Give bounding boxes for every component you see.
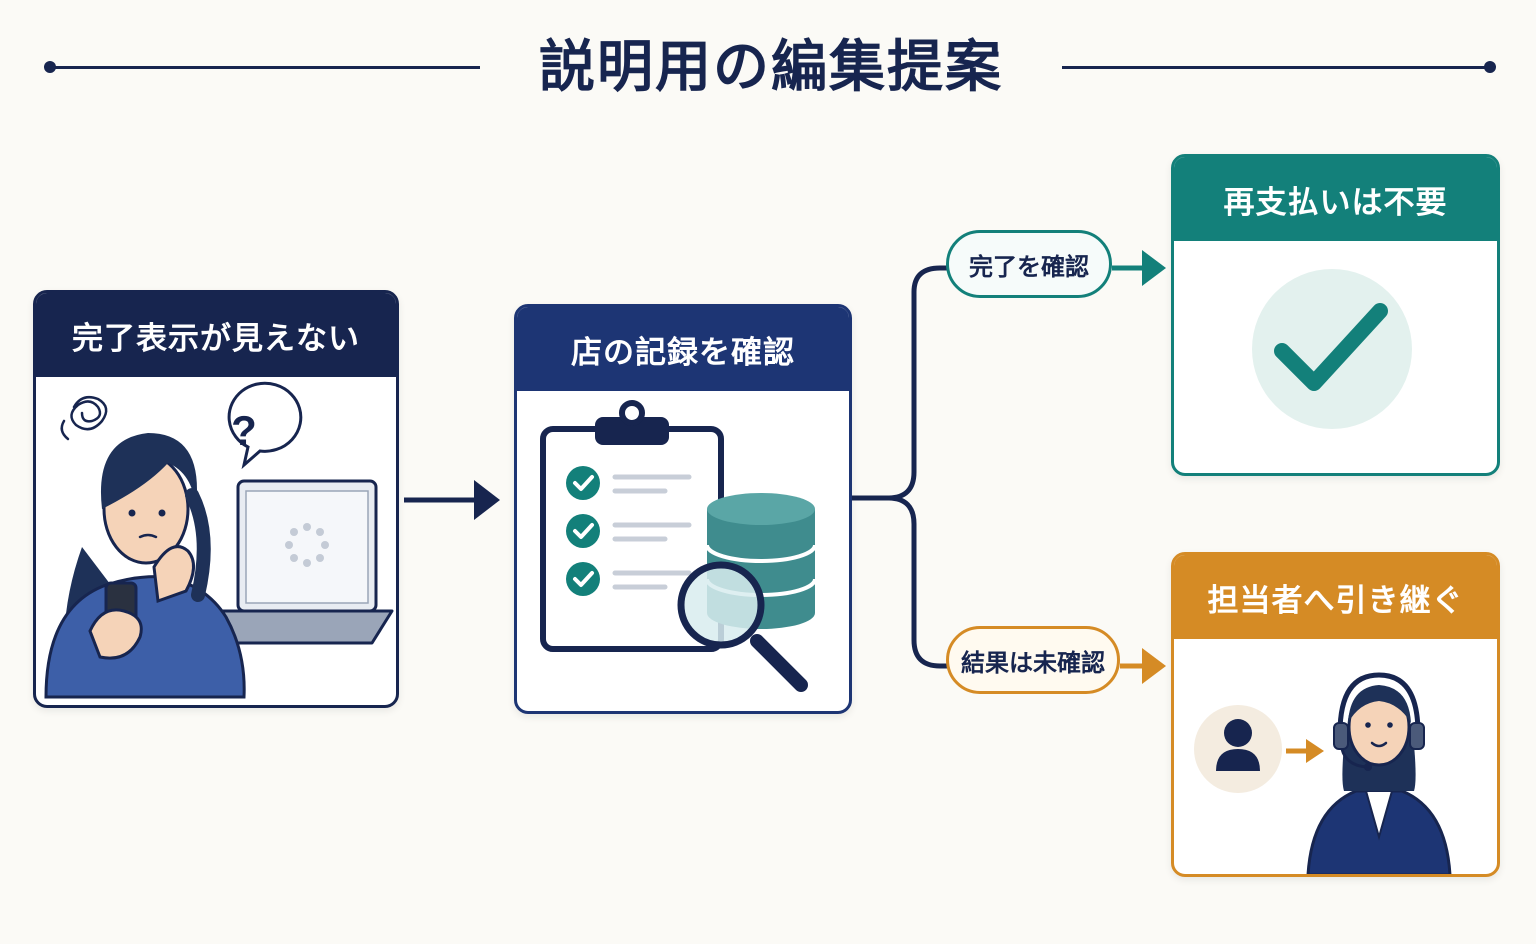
checked-item-icon bbox=[566, 466, 692, 500]
person-icon bbox=[44, 433, 246, 699]
step-card-check-title: 店の記録を確認 bbox=[517, 307, 849, 391]
arrow-to-handoff bbox=[1120, 648, 1166, 684]
confused-user-illustration: ? bbox=[44, 381, 394, 699]
outcome-card-no-repay-title: 再支払いは不要 bbox=[1174, 157, 1497, 241]
checked-item-icon bbox=[566, 514, 692, 548]
arrow-problem-to-check bbox=[404, 480, 500, 520]
title-bar: 説明用の編集提案 bbox=[0, 28, 1536, 108]
outcome-card-handoff-title: 担当者へ引き継ぐ bbox=[1174, 555, 1497, 639]
success-illustration bbox=[1252, 269, 1412, 429]
user-icon bbox=[1194, 705, 1282, 793]
title-rule-right bbox=[1062, 66, 1490, 69]
step-card-problem-title: 完了表示が見えない bbox=[36, 293, 396, 377]
handoff-illustration bbox=[1194, 672, 1452, 874]
outcome-card-no-repay: 再支払いは不要 bbox=[1171, 154, 1500, 476]
loading-spinner-icon bbox=[285, 523, 329, 567]
outcome-card-handoff: 担当者へ引き継ぐ bbox=[1171, 552, 1500, 877]
step-card-problem: 完了表示が見えない ? bbox=[33, 290, 399, 708]
support-agent-icon bbox=[1306, 672, 1452, 874]
records-check-illustration bbox=[540, 400, 817, 692]
confusion-scribble-icon bbox=[60, 396, 108, 441]
check-mark-icon bbox=[1252, 269, 1412, 429]
page-title: 説明用の編集提案 bbox=[539, 35, 1003, 100]
branch-label-confirmed: 完了を確認 bbox=[946, 230, 1112, 298]
step-card-check-records: 店の記録を確認 bbox=[514, 304, 852, 714]
arrow-right-icon bbox=[1286, 739, 1324, 763]
branch-connector bbox=[852, 265, 948, 669]
laptop-icon bbox=[212, 479, 394, 645]
branch-label-unconfirmed: 結果は未確認 bbox=[946, 626, 1120, 694]
title-rule-left bbox=[48, 66, 480, 69]
title-dot-right bbox=[1484, 61, 1496, 73]
clipboard-icon bbox=[540, 400, 724, 652]
arrow-to-no-repay bbox=[1112, 250, 1166, 286]
checked-item-icon bbox=[566, 562, 692, 596]
title-dot-left bbox=[44, 61, 56, 73]
magnifier-icon bbox=[677, 561, 808, 692]
speech-bubble-question-icon: ? bbox=[227, 381, 303, 470]
question-mark-text: ? bbox=[231, 407, 257, 454]
